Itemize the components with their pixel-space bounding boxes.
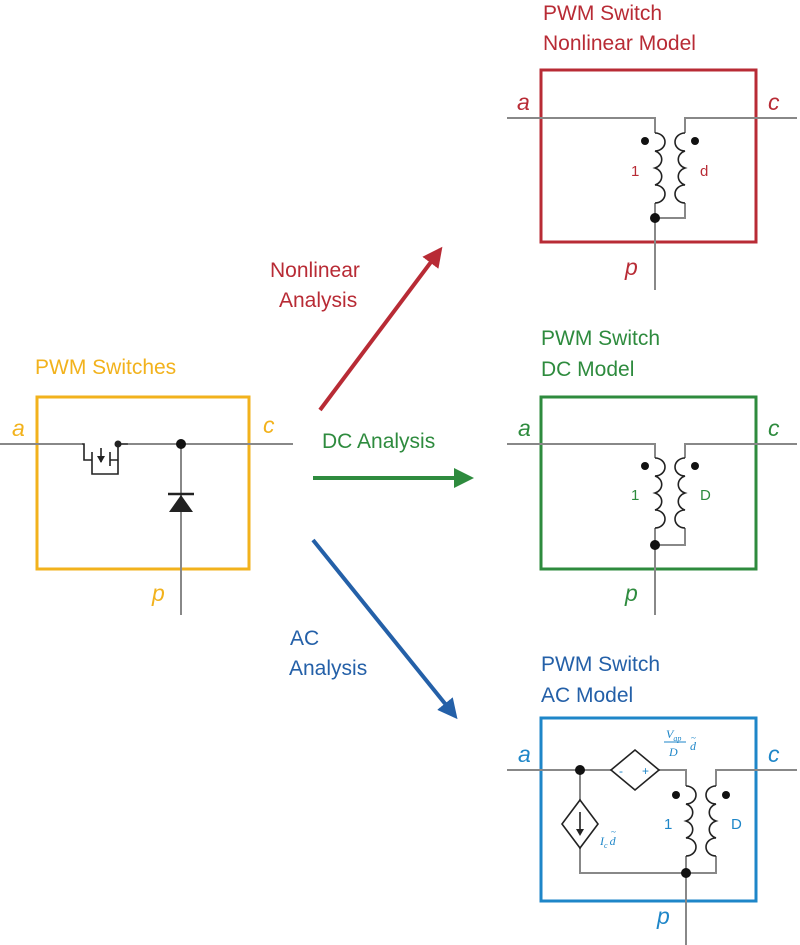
ac-arrow-label-1: AC: [290, 627, 319, 650]
ac-ratio-right: D: [731, 816, 742, 833]
dependent-current-source-icon: [561, 798, 599, 850]
dc-model-title-1: PWM Switch: [541, 327, 660, 350]
nonlinear-model-box: [539, 68, 758, 244]
dc-model-title-2: DC Model: [541, 358, 634, 381]
svg-text:Icd: Icd: [599, 834, 617, 850]
nonlinear-model-title-1: PWM Switch: [543, 2, 662, 25]
dc-ratio-right: D: [700, 487, 711, 504]
dc-pin-p: p: [624, 580, 638, 606]
dc-pin-c: c: [768, 415, 780, 441]
svg-text:~: ~: [691, 733, 696, 743]
ac-arrow-label-2: Analysis: [289, 657, 367, 680]
vsrc-denominator: D: [668, 745, 678, 759]
ac-model-box: [539, 716, 758, 903]
nonlinear-arrow-label-2: Analysis: [279, 289, 357, 312]
vsrc-numerator: V: [666, 727, 675, 741]
ac-model-title-1: PWM Switch: [541, 653, 660, 676]
ac-pin-p: p: [656, 903, 670, 929]
nonlinear-pin-c: c: [768, 89, 780, 115]
ac-junction-dot-top: [575, 765, 585, 775]
ac-junction-dot-bottom: [681, 868, 691, 878]
dc-junction-dot: [650, 540, 660, 550]
voltage-source-label: Vap D d ~: [664, 727, 697, 759]
dc-arrow-label: DC Analysis: [322, 430, 435, 453]
isrc-sub: c: [604, 841, 608, 850]
dc-analysis-arrow: DC Analysis: [313, 430, 474, 488]
ac-pin-a: a: [518, 741, 531, 767]
switch-pin-p: p: [151, 580, 165, 606]
dc-ratio-left: 1: [631, 487, 639, 504]
nonlinear-ratio-left: 1: [631, 163, 639, 180]
ac-model-title-2: AC Model: [541, 684, 633, 707]
switch-junction-dot: [176, 439, 186, 449]
transformer-icon: [641, 457, 699, 529]
svg-text:Vap: Vap: [666, 727, 681, 743]
switch-pin-a: a: [12, 415, 25, 441]
mosfet-icon: [82, 440, 128, 475]
nonlinear-junction-dot: [650, 213, 660, 223]
pwm-switches-block: PWM Switches a c p: [0, 356, 293, 615]
isrc-i: I: [599, 834, 605, 848]
ac-analysis-arrow: AC Analysis: [289, 538, 458, 720]
isrc-d: d: [610, 834, 617, 848]
nonlinear-ratio-right: d: [700, 163, 708, 180]
nonlinear-pin-p: p: [624, 254, 638, 280]
dependent-voltage-source-icon: - +: [609, 748, 661, 792]
svg-text:~: ~: [611, 827, 616, 837]
nonlinear-arrow-label-1: Nonlinear: [270, 259, 360, 282]
nonlinear-pin-a: a: [517, 89, 530, 115]
svg-text:+: +: [642, 764, 649, 778]
dc-model-box: [539, 395, 758, 571]
switch-pin-c: c: [263, 412, 275, 438]
nonlinear-analysis-arrow: Nonlinear Analysis: [270, 246, 443, 412]
svg-text:-: -: [619, 764, 623, 778]
transformer-icon: [672, 785, 730, 857]
nonlinear-model-block: PWM Switch Nonlinear Model 1 d a c p: [507, 2, 797, 290]
transformer-icon: [641, 132, 699, 204]
vsrc-d: d: [690, 739, 697, 753]
pwm-switches-box: [35, 395, 251, 571]
ac-ratio-left: 1: [664, 816, 672, 833]
ac-pin-c: c: [768, 741, 780, 767]
dc-model-block: PWM Switch DC Model 1 D a c p: [507, 327, 797, 615]
dc-pin-a: a: [518, 415, 531, 441]
diode-icon: [168, 492, 194, 512]
nonlinear-model-title-2: Nonlinear Model: [543, 32, 696, 55]
ac-model-block: PWM Switch AC Model - +: [507, 653, 797, 945]
vsrc-numerator-sub: ap: [673, 734, 681, 743]
pwm-switches-title: PWM Switches: [35, 356, 176, 379]
